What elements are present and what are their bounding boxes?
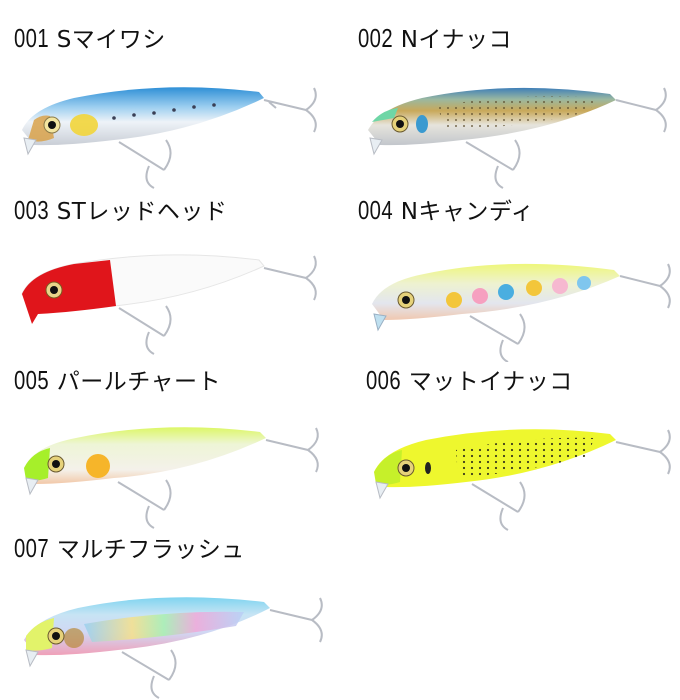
variant-name: Sマイワシ	[56, 27, 166, 53]
variant-name: マットイナッコ	[408, 369, 573, 395]
variant-002[interactable]: 002 Nイナッコ	[358, 20, 680, 190]
rear-hook-icon	[619, 263, 671, 309]
variant-label: 006 マットイナッコ	[366, 362, 573, 396]
rear-hook-icon	[263, 87, 317, 133]
belly-hook-icon	[121, 649, 177, 699]
variant-003[interactable]: 003 STレッドヘッド	[14, 192, 344, 362]
variant-code: 001	[14, 23, 50, 53]
lure-image-matte-mullet	[374, 429, 671, 531]
variant-007[interactable]: 007 マルチフラッシュ	[14, 530, 344, 700]
variant-006[interactable]: 006 マットイナッコ	[366, 362, 680, 532]
variant-001[interactable]: 001 Sマイワシ	[14, 20, 344, 190]
variant-name: マルチフラッシュ	[56, 537, 245, 563]
lure-image-multi-flash	[24, 597, 323, 699]
variant-label: 004 Nキャンディ	[358, 192, 534, 226]
variant-name: STレッドヘッド	[56, 199, 228, 225]
variant-code: 002	[358, 23, 394, 53]
belly-hook-icon	[118, 305, 172, 355]
rear-hook-icon	[269, 597, 323, 643]
variant-code: 003	[14, 195, 50, 225]
variant-005[interactable]: 005 パールチャート	[14, 362, 344, 532]
variant-code: 007	[14, 533, 50, 563]
variant-name: Nキャンディ	[400, 199, 535, 225]
variant-code: 005	[14, 365, 50, 395]
variant-label: 007 マルチフラッシュ	[14, 530, 245, 564]
lure-image-sardine-blue	[22, 87, 317, 189]
lure-image-candy	[372, 263, 671, 362]
belly-hook-icon	[118, 139, 172, 189]
rear-hook-icon	[265, 427, 319, 473]
variant-label: 005 パールチャート	[14, 362, 221, 396]
rear-hook-icon	[615, 429, 671, 475]
rear-hook-icon	[615, 87, 667, 133]
belly-hook-icon	[469, 313, 526, 362]
variant-label: 003 STレッドヘッド	[14, 192, 227, 226]
belly-hook-icon	[471, 481, 526, 531]
belly-hook-icon	[465, 139, 521, 189]
variant-label: 001 Sマイワシ	[14, 20, 166, 54]
lure-image-pearl-chart	[24, 427, 319, 529]
variant-name: Nイナッコ	[400, 27, 512, 53]
variant-code: 006	[366, 365, 402, 395]
lure-image-red-head	[21, 254, 317, 355]
variant-code: 004	[358, 195, 394, 225]
belly-hook-icon	[117, 479, 172, 529]
lure-image-mullet	[368, 87, 667, 189]
rear-hook-icon	[263, 255, 317, 301]
variant-name: パールチャート	[56, 369, 221, 395]
variant-004[interactable]: 004 Nキャンディ	[358, 192, 680, 362]
variant-label: 002 Nイナッコ	[358, 20, 512, 54]
